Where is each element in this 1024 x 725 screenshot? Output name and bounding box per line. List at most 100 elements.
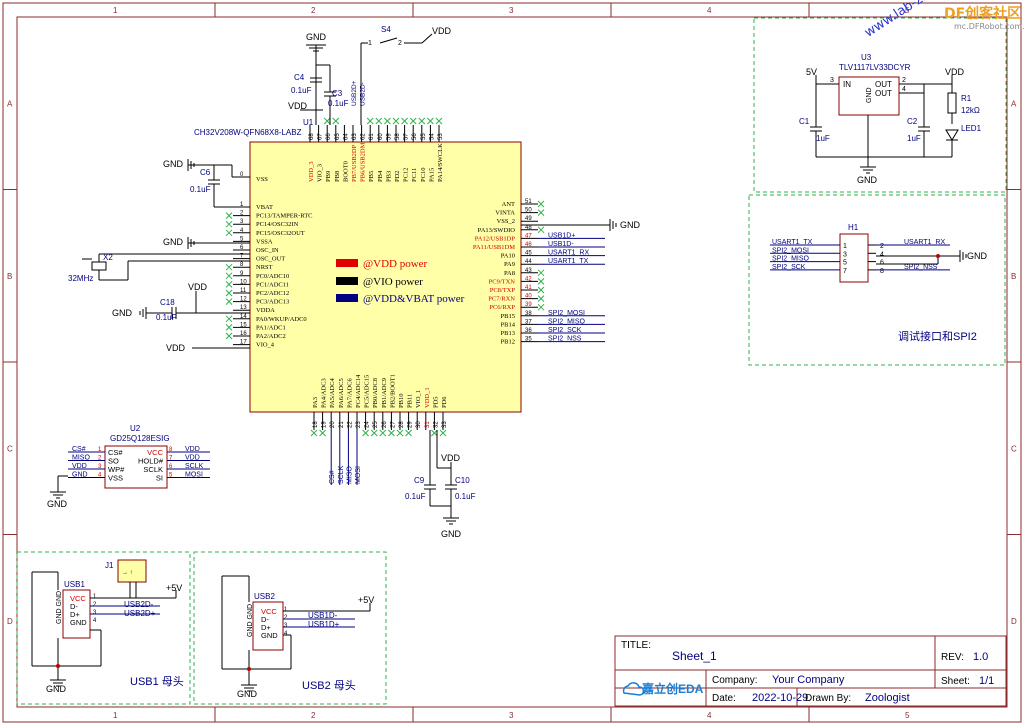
x2-ref: X2 (103, 253, 113, 262)
gnd-label-usb1: GND (46, 684, 67, 694)
usb2-pins-side: GND GND (247, 604, 254, 637)
watermark-url: mc.DFRobot.com.cn (954, 22, 1024, 31)
frame-col-top: 1 (113, 6, 118, 15)
title-block-lines (614, 635, 1007, 707)
mcu-pin-num-left: 0 (240, 172, 244, 178)
mcu-pin-name-left: VSSA (256, 238, 273, 245)
no-connect-mark (409, 117, 417, 125)
mcu-pin-num-top: 63 (352, 133, 358, 140)
usb1-pins-num: 1 (93, 594, 97, 600)
frame-row-left: A (7, 99, 13, 108)
watermark-brand: DF创客社区 (944, 6, 1022, 22)
usb2-pins-name: GND (261, 631, 278, 640)
u2-pin-name: CS# (108, 448, 123, 457)
sheet-label: Sheet: (941, 676, 970, 687)
c9-ref: C9 (414, 476, 425, 485)
mcu-net-bottom: SCLK (338, 465, 345, 484)
vdd-label-vio4: VDD (166, 343, 186, 353)
mcu-pin-name-right: PB14 (501, 321, 516, 328)
mcu-pin-name-top: PB6/USB2DM (360, 142, 367, 182)
u2-body (104, 445, 168, 489)
u2-net-left: MISO (72, 455, 90, 462)
mcu-pin-num-left: 15 (240, 322, 247, 328)
x2-value: 32MHz (68, 274, 93, 283)
vdd-label-s4: VDD (432, 26, 452, 36)
usb1-network (31, 571, 177, 687)
eda-logo: 嘉立创EDA (641, 681, 704, 696)
date-value: 2022-10-29 (752, 692, 808, 704)
mcu-pin-name-left: PC3/ADC13 (256, 299, 289, 306)
mcu-pin-num-bottom: 23 (356, 421, 362, 428)
u2-gnd (50, 476, 66, 499)
u2-pin-name: SCLK (143, 465, 163, 474)
no-connect-mark (225, 263, 233, 271)
u2-pin-name: SI (156, 474, 163, 483)
mcu-net-top: USB2D+ (351, 80, 358, 106)
rev-value: 1.0 (973, 651, 988, 663)
mcu-pin-num-right: 38 (525, 311, 532, 317)
no-connect-mark (225, 281, 233, 288)
mcu-pin-num-right: 42 (525, 276, 532, 282)
u2-pin-num: 4 (98, 473, 102, 479)
frame-row-right: D (1011, 617, 1017, 626)
h1-ref: H1 (848, 223, 859, 232)
mcu-pin-num-right: 40 (525, 294, 532, 300)
u2-net-left: VDD (72, 463, 87, 470)
frame-col-bottom: 2 (311, 711, 316, 720)
h1-net-left: SPI2_MOSI (772, 247, 809, 254)
mcu-pin-num-bottom: 18 (313, 421, 319, 428)
no-connect-mark (537, 200, 545, 208)
frame-col-top: 2 (311, 6, 316, 15)
mcu-pin-name-bottom: PC4/ADC14 (355, 374, 362, 408)
no-connect-mark (225, 289, 233, 297)
gnd-label-u2: GND (47, 499, 68, 509)
usb1-pins-name: VCC (70, 594, 86, 603)
c1-value: 1uF (816, 134, 830, 143)
u2-pin-num: 3 (98, 464, 102, 470)
no-connect-mark (225, 229, 233, 237)
mcu-pin-num-right: 50 (525, 208, 532, 214)
mcu-net-right: USART1_TX (548, 258, 589, 265)
u2-net-right: VDD (185, 446, 200, 453)
mcu-net-right: SPI2_MOSI (548, 310, 585, 317)
gnd-label-top: GND (306, 32, 327, 42)
mcu-pin-num-top: 62 (361, 133, 367, 140)
mcu-pin-name-left: VIO_4 (256, 342, 275, 349)
mcu-pin-name-top: PA14/SWCLK (437, 143, 444, 182)
vdd-label-vdda: VDD (188, 282, 208, 292)
usb2-body (252, 601, 284, 651)
mcu-pin-name-top: VDD_3 (308, 161, 315, 182)
mcu-pin-num-top: 58 (395, 133, 401, 140)
no-connect-mark (537, 295, 545, 302)
usb2-junction (247, 667, 251, 671)
c18-value: 0.1uF (156, 313, 177, 322)
u3-gnd-pin: GND (866, 87, 873, 103)
j1-body (117, 559, 147, 583)
mcu-pin-num-right: 44 (525, 259, 532, 265)
no-connect-mark (537, 226, 545, 234)
no-connect-mark (405, 429, 412, 437)
v5-label-usb1: +5V (166, 583, 182, 593)
mcu-net-bottom: MISO (346, 466, 353, 484)
mcu-pin-name-bottom: PA4/ADC3 (321, 378, 328, 408)
c4-ref: C4 (294, 73, 305, 82)
mcu-net-right: USB1D- (548, 241, 574, 248)
c10-value: 0.1uF (455, 492, 476, 501)
u2-ref: U2 (130, 424, 141, 433)
u3-out2: OUT (875, 89, 892, 98)
vdd-label-u3: VDD (945, 67, 965, 77)
h1-pins: 1USART1_TX3SPI2_MOSI5SPI2_MISO7SPI2_SCK2… (770, 239, 950, 275)
vdd-label-top: VDD (288, 101, 308, 111)
usb1-pins-num: 4 (93, 618, 97, 624)
h1-pin-num: 8 (880, 268, 884, 275)
no-connect-mark (401, 117, 408, 125)
mcu-pin-num-bottom: 24 (365, 421, 371, 428)
c3-value: 0.1uF (328, 99, 349, 108)
mcu-net-bottom: CS# (329, 470, 336, 484)
h1-net-left: SPI2_SCK (772, 264, 806, 271)
mcu-pin-num-bottom: 31 (425, 421, 431, 428)
usb1-pins-name: D+ (70, 610, 80, 619)
gnd-label-u3: GND (857, 175, 878, 185)
